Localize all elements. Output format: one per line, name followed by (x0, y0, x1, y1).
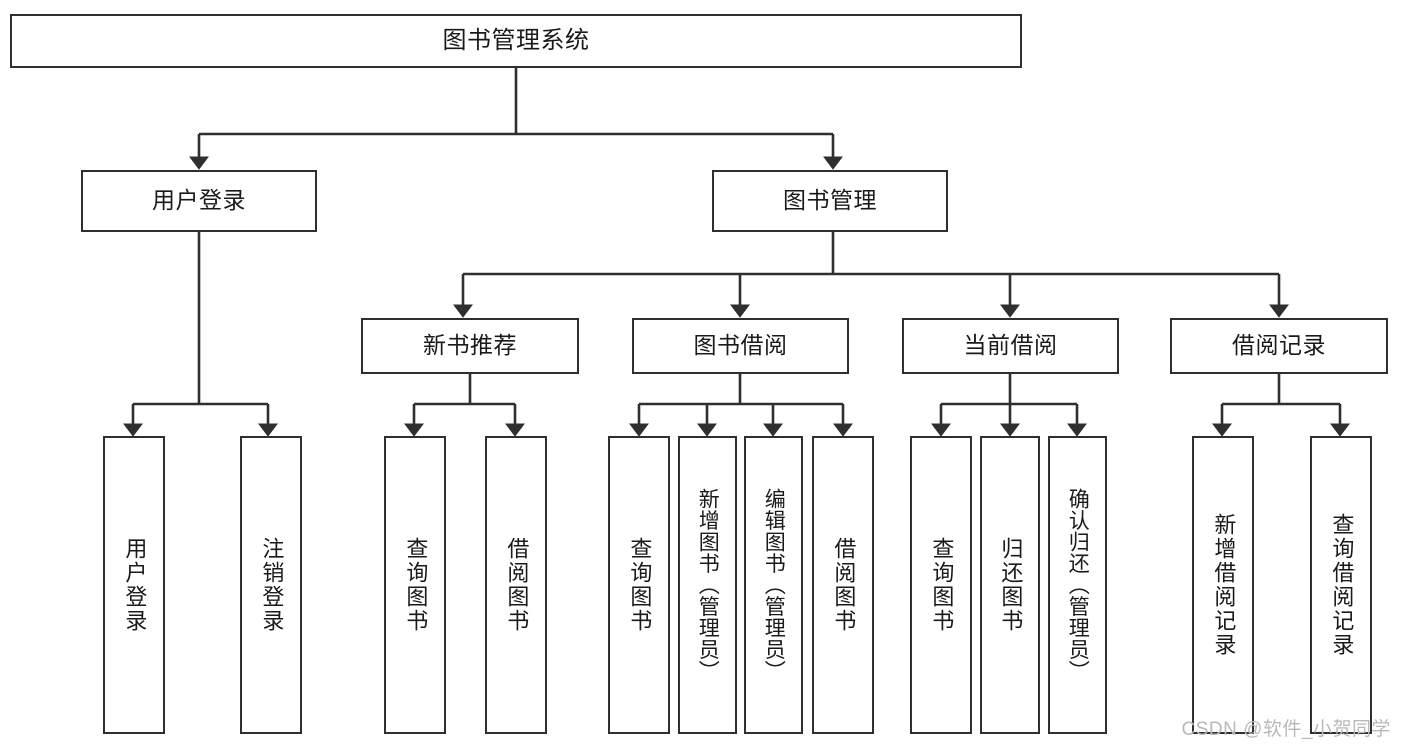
node-label: 新增借阅记录 (1211, 513, 1237, 657)
node-leaf-user-login[interactable]: 用户登录 (103, 436, 165, 734)
node-label: 借阅图书 (831, 537, 857, 633)
node-book-management-system[interactable]: 图书管理系统 (10, 14, 1022, 68)
node-current-borrow[interactable]: 当前借阅 (902, 318, 1119, 374)
node-label: 新书推荐 (423, 332, 517, 359)
node-leaf-add-book[interactable]: 新增图书（管理员） (678, 436, 737, 734)
node-leaf-query-book-recommend[interactable]: 查询图书 (384, 436, 446, 734)
node-user-login[interactable]: 用户登录 (81, 170, 317, 232)
node-leaf-confirm-return[interactable]: 确认归还（管理员） (1048, 436, 1107, 734)
node-book-borrow[interactable]: 图书借阅 (632, 318, 849, 374)
csdn-watermark: CSDN @软件_小贺同学 (1181, 719, 1391, 740)
node-label: 查询图书 (627, 537, 653, 633)
node-label: 图书管理系统 (442, 26, 590, 54)
node-label: 查询图书 (403, 537, 429, 633)
node-label: 查询图书 (929, 537, 955, 633)
node-label: 编辑图书（管理员） (762, 488, 786, 682)
node-label: 图书借阅 (693, 332, 788, 359)
node-borrow-record[interactable]: 借阅记录 (1170, 318, 1388, 374)
node-label: 用户登录 (122, 537, 148, 633)
node-label: 借阅记录 (1232, 332, 1326, 359)
node-label: 用户登录 (152, 187, 246, 214)
node-new-book-recommend[interactable]: 新书推荐 (361, 318, 579, 374)
node-label: 归还图书 (998, 537, 1024, 633)
node-leaf-borrow-book-recommend[interactable]: 借阅图书 (485, 436, 547, 734)
node-leaf-edit-book[interactable]: 编辑图书（管理员） (744, 436, 803, 734)
node-leaf-add-borrow-record[interactable]: 新增借阅记录 (1192, 436, 1254, 734)
node-label: 图书管理 (783, 187, 877, 214)
node-book-management[interactable]: 图书管理 (712, 170, 948, 232)
node-leaf-logout-login[interactable]: 注销登录 (240, 436, 302, 734)
node-leaf-return-book[interactable]: 归还图书 (980, 436, 1040, 734)
node-label: 查询借阅记录 (1329, 513, 1355, 657)
node-label: 注销登录 (259, 537, 285, 633)
node-label: 确认归还（管理员） (1066, 488, 1090, 682)
node-label: 借阅图书 (504, 537, 530, 633)
node-leaf-query-book-current[interactable]: 查询图书 (910, 436, 972, 734)
node-label: 当前借阅 (963, 332, 1058, 359)
node-leaf-borrow-book[interactable]: 借阅图书 (812, 436, 874, 734)
node-label: 新增图书（管理员） (696, 488, 720, 682)
node-leaf-query-book-borrow[interactable]: 查询图书 (608, 436, 670, 734)
node-leaf-query-borrow-record[interactable]: 查询借阅记录 (1310, 436, 1372, 734)
